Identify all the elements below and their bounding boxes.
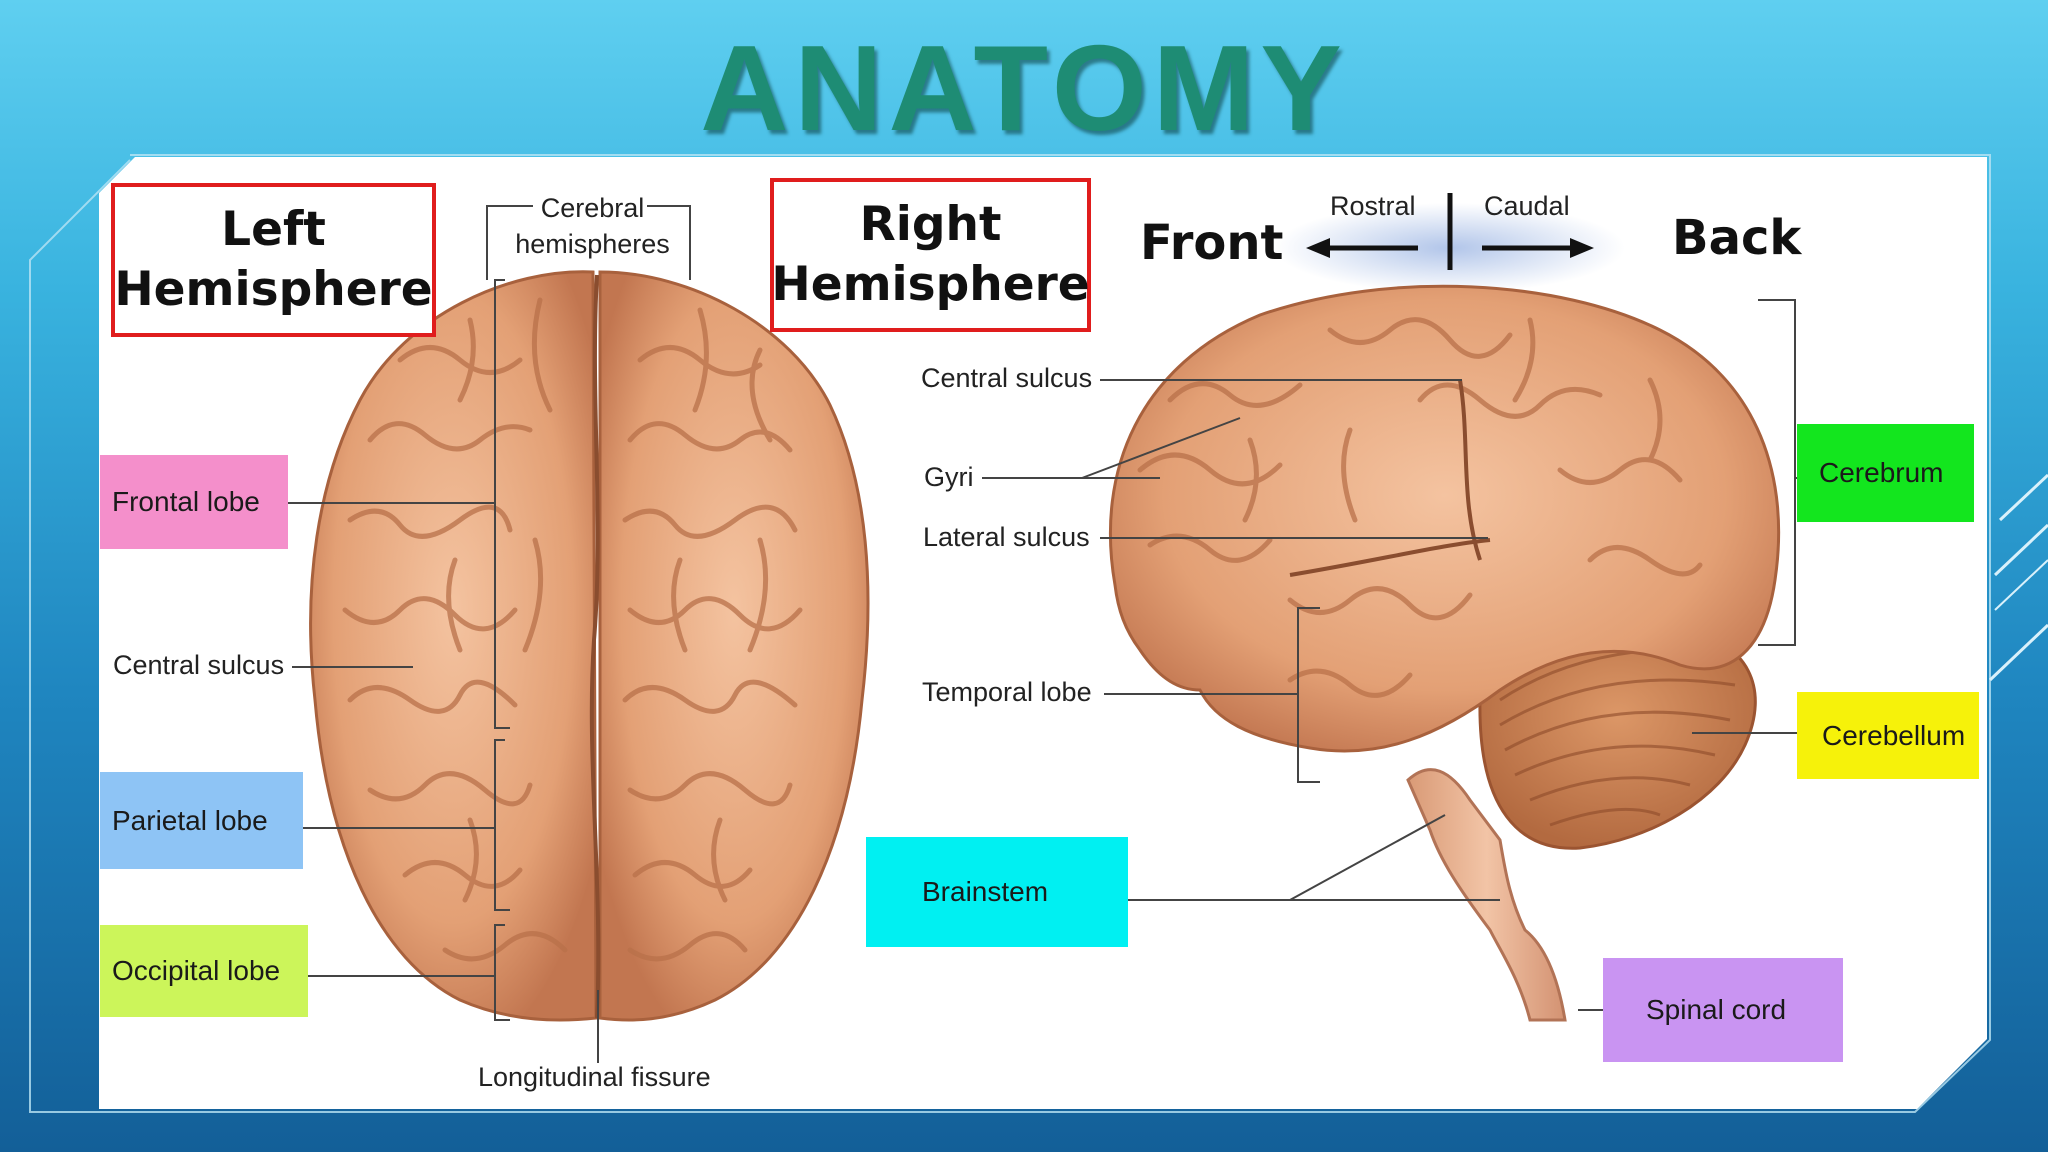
- slide-title: ANATOMY: [700, 20, 1348, 156]
- gyri-label: Gyri: [924, 462, 974, 492]
- rostral-label: Rostral: [1330, 191, 1416, 221]
- left-central-sulcus-label: Central sulcus: [113, 650, 285, 680]
- brain-lateral-view: [1108, 203, 1781, 1022]
- brain-superior-view: [309, 270, 870, 1022]
- back-label: Back: [1672, 210, 1802, 266]
- lateral-sulcus-label: Lateral sulcus: [923, 522, 1090, 552]
- direction-indicator: [1306, 193, 1594, 270]
- rostral-arrow-icon: [1306, 238, 1330, 258]
- frontal-lobe-tag: Frontal lobe: [100, 455, 288, 549]
- caudal-label: Caudal: [1484, 191, 1570, 221]
- left-hemisphere-heading: Left Hemisphere: [111, 183, 436, 337]
- right-central-sulcus-label: Central sulcus: [921, 363, 1093, 393]
- brainstem-tag: Brainstem: [866, 837, 1128, 947]
- longitudinal-fissure-label: Longitudinal fissure: [478, 1062, 711, 1092]
- cerebellum-tag: Cerebellum: [1797, 692, 1979, 779]
- spinal-cord-tag: Spinal cord: [1603, 958, 1843, 1062]
- left-leader-lines: [262, 205, 691, 1063]
- temporal-lobe-label: Temporal lobe: [922, 677, 1092, 707]
- front-label: Front: [1140, 215, 1284, 271]
- cerebrum-tag: Cerebrum: [1797, 424, 1974, 522]
- cerebral-hemispheres-label: Cerebral hemispheres: [515, 193, 670, 259]
- caudal-arrow-icon: [1570, 238, 1594, 258]
- occipital-lobe-tag: Occipital lobe: [100, 925, 308, 1017]
- parietal-lobe-tag: Parietal lobe: [100, 772, 303, 869]
- right-hemisphere-heading: Right Hemisphere: [770, 178, 1091, 332]
